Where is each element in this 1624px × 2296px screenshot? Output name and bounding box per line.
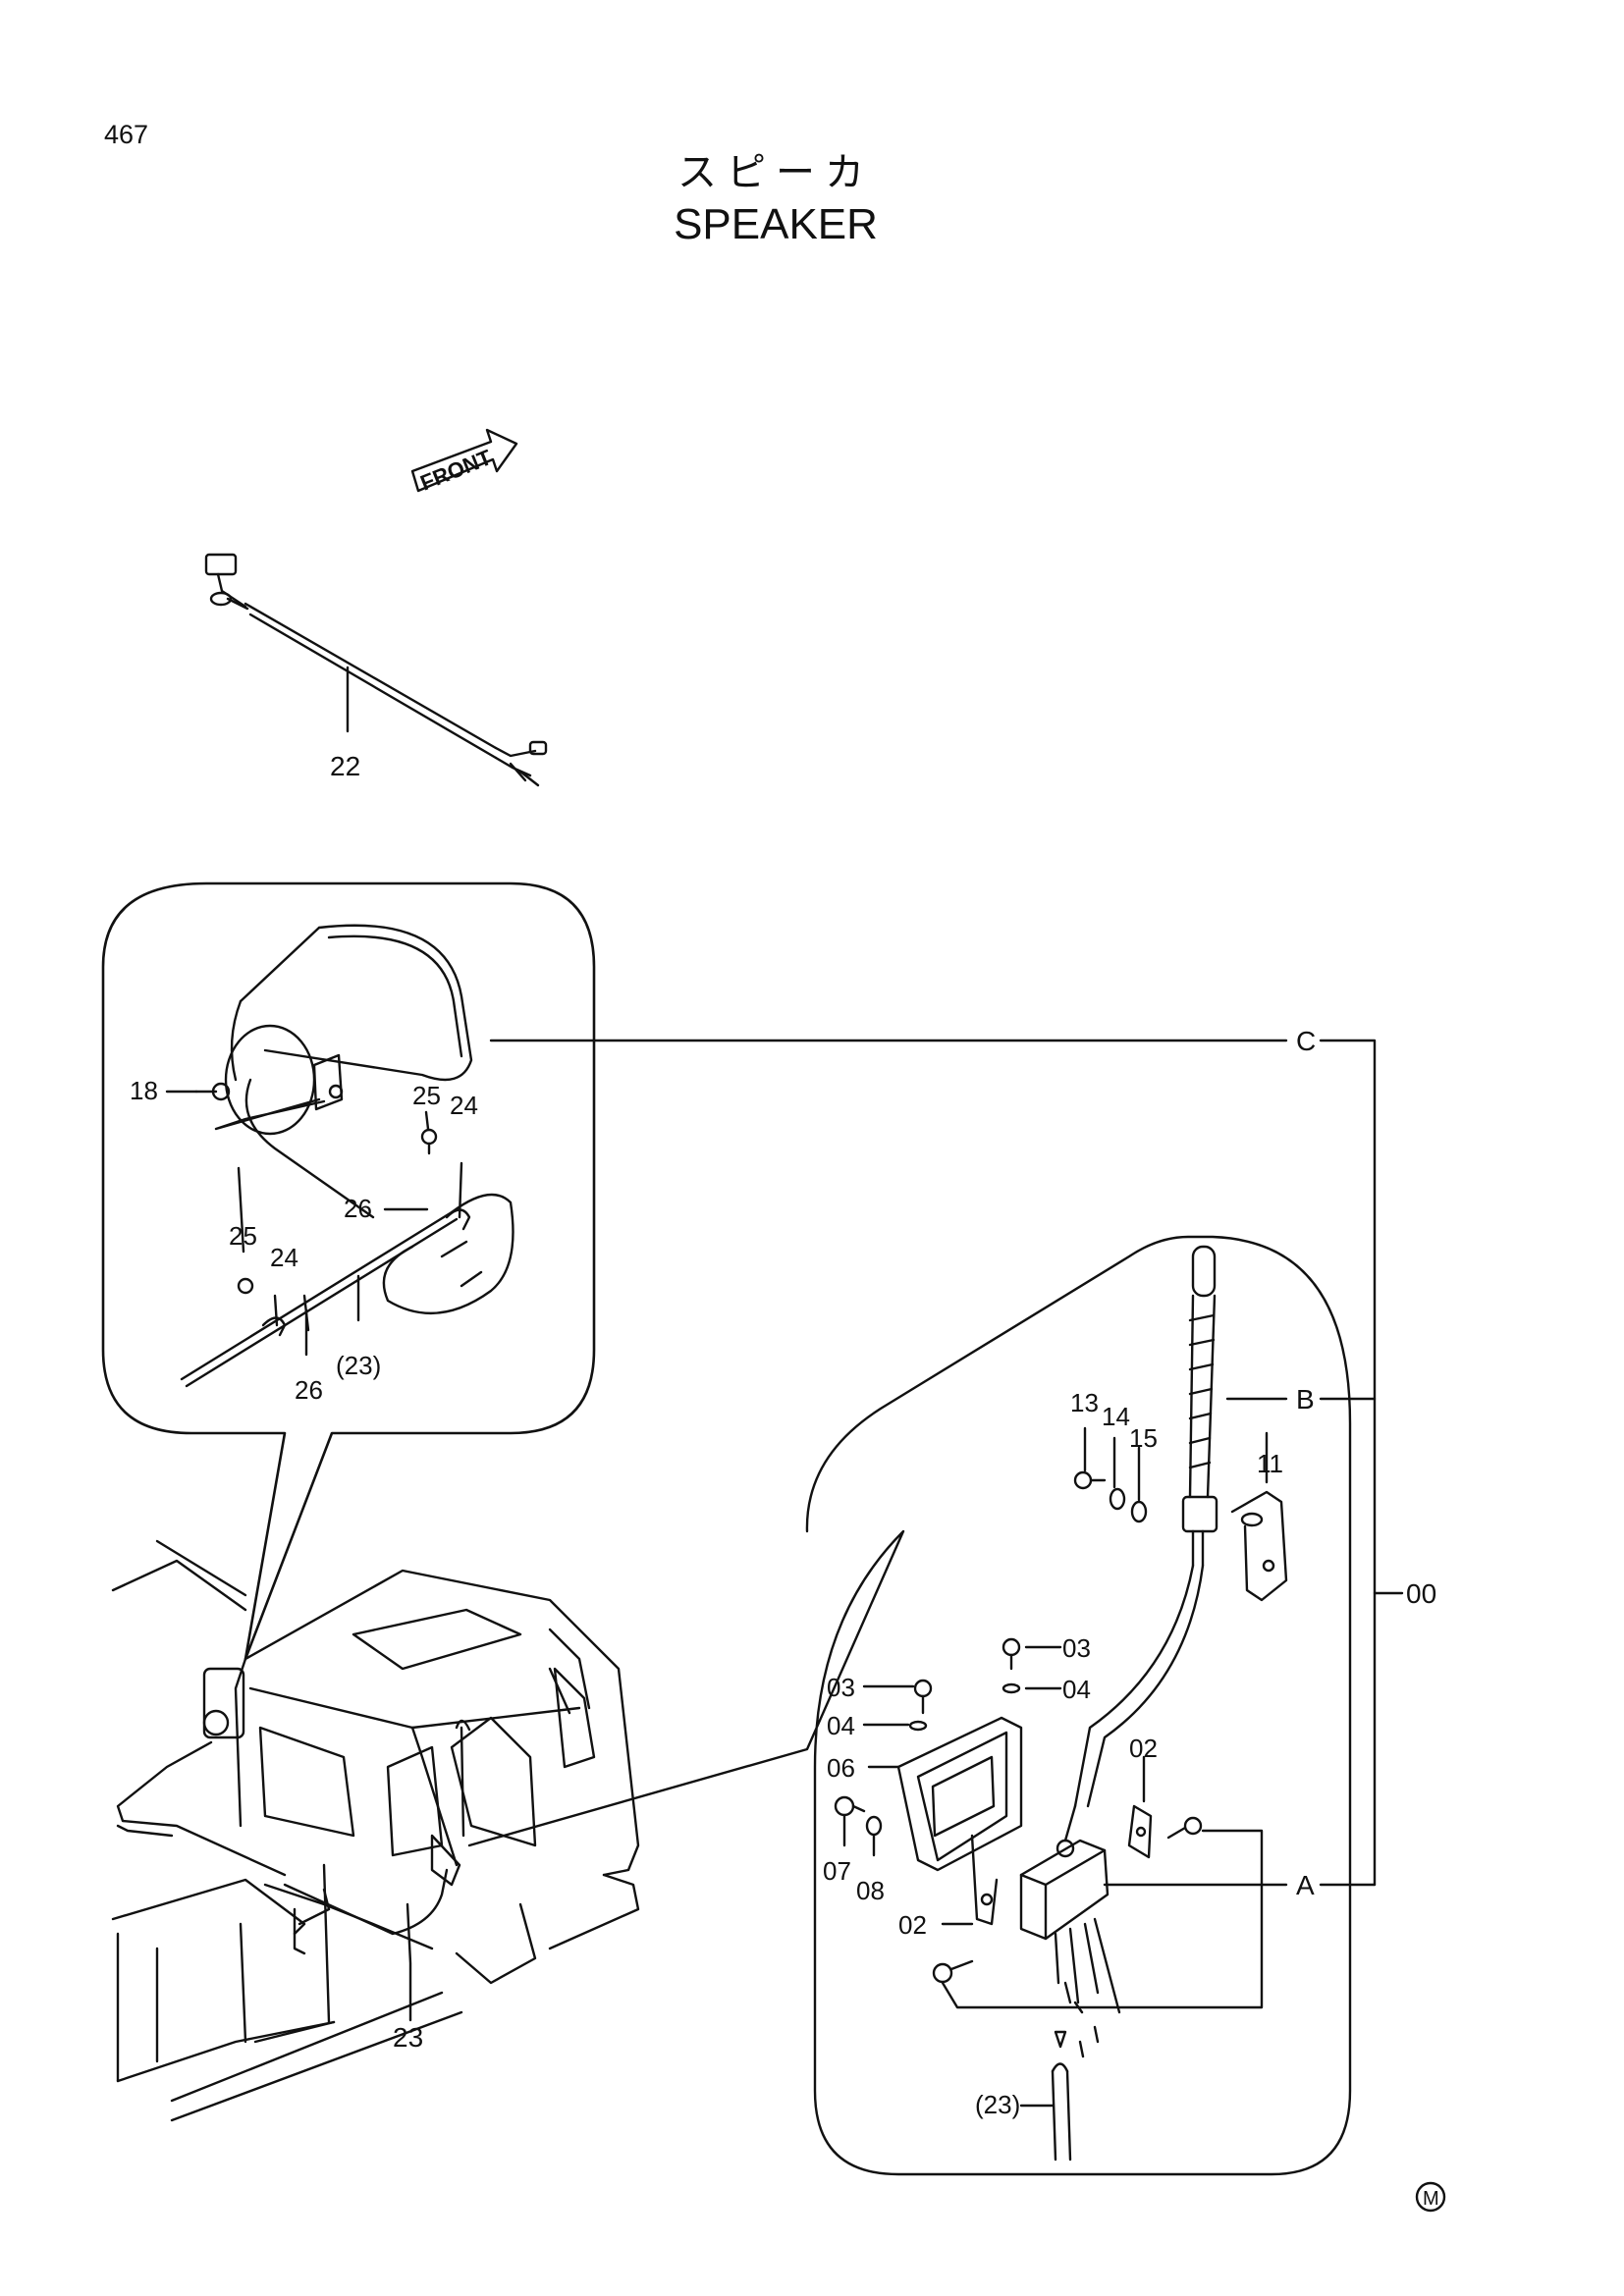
speaker-detail-bubble: 18 25 24 26 25 24 26 (23) (101, 881, 596, 1661)
callout-C: C (1296, 1026, 1316, 1056)
callout-18: 18 (130, 1076, 158, 1105)
callout-25-top: 25 (412, 1081, 441, 1110)
registration-mark-icon: M (1415, 2181, 1446, 2213)
callout-07: 07 (823, 1856, 851, 1886)
callout-04-right: 04 (1062, 1675, 1091, 1704)
callout-02-left: 02 (898, 1910, 927, 1940)
callout-B: B (1296, 1384, 1315, 1415)
callout-13: 13 (1070, 1388, 1099, 1417)
callout-26-bottom: 26 (295, 1375, 323, 1405)
callout-11: 11 (1257, 1449, 1283, 1478)
title-english: SPEAKER (674, 200, 878, 248)
callout-08: 08 (856, 1876, 885, 1905)
callout-14: 14 (1102, 1402, 1130, 1431)
page-number: 467 (104, 120, 149, 149)
front-label: FRONT (417, 445, 496, 496)
callout-22: 22 (330, 751, 360, 781)
callout-26-top: 26 (344, 1194, 372, 1223)
excavator-cab: 23 (111, 1539, 640, 2122)
wire-harness-22: 22 (204, 553, 548, 787)
callout-03-left: 03 (827, 1673, 855, 1702)
callout-A: A (1296, 1870, 1315, 1900)
callout-24-left: 24 (270, 1243, 298, 1272)
title-japanese: スピーカ (677, 150, 874, 195)
callout-23-paren-left: (23) (336, 1351, 381, 1380)
callout-25-left: 25 (229, 1221, 257, 1251)
speaker-horn (214, 924, 473, 1219)
callout-24-top: 24 (450, 1091, 478, 1120)
callout-23-paren-bottom: (23) (975, 2090, 1020, 2119)
antenna (1073, 1245, 1218, 1808)
registration-mark-letter: M (1423, 2188, 1439, 2210)
callout-15: 15 (1129, 1423, 1158, 1453)
callout-02-right: 02 (1129, 1734, 1158, 1763)
front-arrow-icon: FRONT (410, 428, 518, 496)
leader-lines: C B A 00 (489, 1026, 1436, 1900)
callout-23: 23 (393, 2022, 423, 2053)
callout-03-right: 03 (1062, 1633, 1091, 1663)
callout-00: 00 (1406, 1578, 1436, 1609)
callout-04-left: 04 (827, 1711, 855, 1740)
radio-detail-bubble: 11 13 14 15 02 (467, 1235, 1352, 2176)
callout-06: 06 (827, 1753, 855, 1783)
title-block: スピーカ SPEAKER (0, 147, 1551, 251)
